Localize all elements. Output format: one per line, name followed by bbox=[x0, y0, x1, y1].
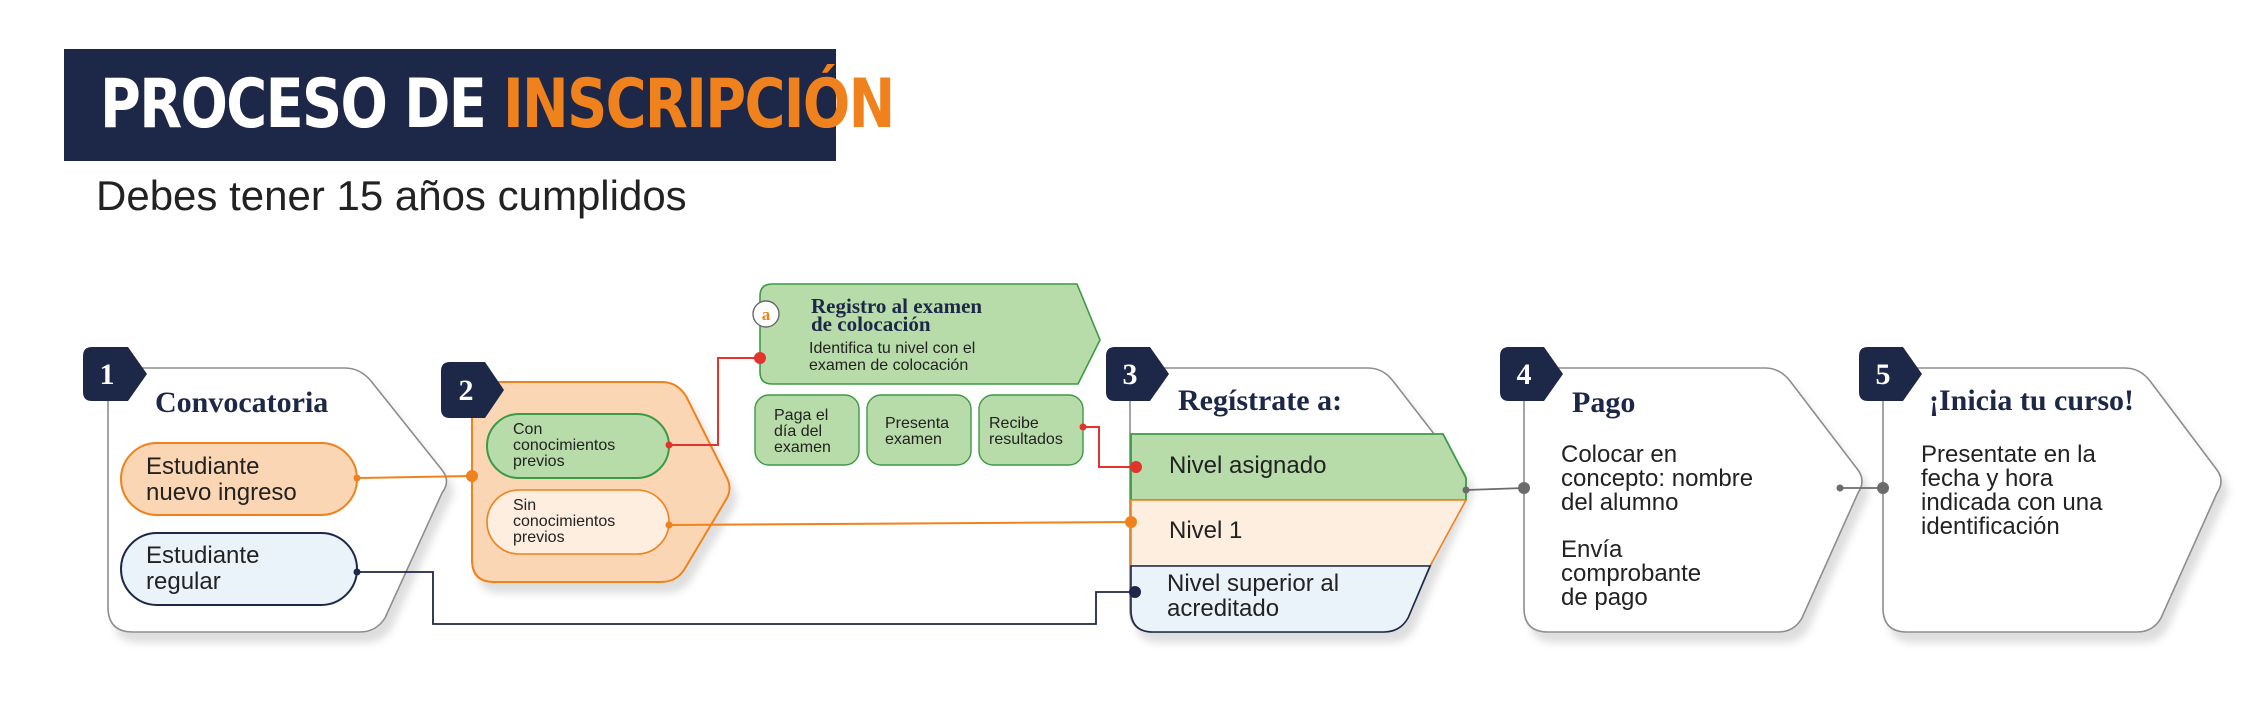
level-higher-line1: Nivel superior al bbox=[1167, 570, 1339, 597]
step-5-text-line1: Presentate en la bbox=[1921, 441, 2096, 468]
step-4-text1-line1: Colocar en bbox=[1561, 441, 1677, 468]
substep-take-exam: Presenta examen bbox=[866, 394, 972, 466]
option-without-knowledge: Sin conocimientos previos bbox=[486, 489, 670, 555]
step-2-badge: 2 bbox=[441, 362, 504, 418]
level-higher-line2: acreditado bbox=[1167, 595, 1279, 622]
step-1-number: 1 bbox=[100, 358, 115, 391]
step-1-badge: 1 bbox=[83, 347, 147, 401]
level-1-label: Nivel 1 bbox=[1169, 517, 1242, 544]
step-4-text1-line3: del alumno bbox=[1561, 489, 1678, 516]
substep-pay-line2: día del bbox=[774, 423, 822, 440]
option-with-knowledge: Con conocimientos previos bbox=[486, 413, 670, 479]
step-5-text-line2: fecha y hora bbox=[1921, 465, 2054, 492]
step-4-badge: 4 bbox=[1500, 347, 1563, 401]
placement-exam-desc-line2: examen de colocación bbox=[809, 357, 968, 374]
step-3-badge: 3 bbox=[1106, 347, 1169, 401]
connector-results-to-assigned bbox=[1079, 423, 1142, 473]
step-5-text: Presentate en la fecha y hora indicada c… bbox=[1921, 441, 2103, 540]
placement-exam-title-line1: Registro al examen bbox=[811, 294, 982, 318]
level-assigned-label: Nivel asignado bbox=[1169, 452, 1326, 479]
step-4-text1-line2: concepto: nombre bbox=[1561, 465, 1753, 492]
connector-step3-to-step4 bbox=[1462, 482, 1530, 494]
option-new-student: Estudiante nuevo ingreso bbox=[120, 442, 358, 516]
option-without-line2: conocimientos bbox=[513, 513, 615, 530]
marker-a-letter: a bbox=[762, 305, 771, 324]
page-title-white: PROCESO DE bbox=[100, 65, 487, 144]
step-3-title: Regístrate a: bbox=[1178, 384, 1342, 417]
level-1: Nivel 1 bbox=[1130, 499, 1468, 567]
step-5-text-line3: indicada con una bbox=[1921, 489, 2103, 516]
option-with-line2: conocimientos bbox=[513, 437, 615, 454]
option-new-line2: nuevo ingreso bbox=[146, 479, 297, 506]
connector-regular-to-higher bbox=[353, 568, 1141, 625]
connector-step4-to-step5 bbox=[1836, 482, 1889, 494]
substep-results-line1: Recibe bbox=[989, 415, 1039, 432]
substep-results-line2: resultados bbox=[989, 431, 1063, 448]
step-4-title: Pago bbox=[1572, 386, 1635, 419]
substep-take-exam-line2: examen bbox=[885, 431, 942, 448]
option-without-line3: previos bbox=[513, 529, 565, 546]
step-4-text2-line2: comprobante bbox=[1561, 560, 1701, 587]
substep-results: Recibe resultados bbox=[978, 394, 1084, 466]
level-higher: Nivel superior al acreditado bbox=[1130, 565, 1432, 633]
page-title-orange: INSCRIPCIÓN bbox=[502, 65, 895, 144]
connector-new-to-step2 bbox=[353, 470, 478, 482]
level-assigned: Nivel asignado bbox=[1130, 433, 1467, 501]
step-4-text: Colocar en concepto: nombre del alumno E… bbox=[1561, 441, 1753, 611]
substep-pay: Paga el día del examen bbox=[754, 394, 860, 466]
step-5-text-line4: identificación bbox=[1921, 513, 2060, 540]
step-4-text2-line1: Envía bbox=[1561, 536, 1623, 563]
option-new-line1: Estudiante bbox=[146, 453, 259, 480]
option-with-line1: Con bbox=[513, 421, 542, 438]
substep-pay-line1: Paga el bbox=[774, 407, 828, 424]
option-regular-line1: Estudiante bbox=[146, 542, 259, 569]
substep-take-exam-line1: Presenta bbox=[885, 415, 949, 432]
option-with-line3: previos bbox=[513, 453, 565, 470]
step-4-number: 4 bbox=[1517, 358, 1532, 391]
title-banner: PROCESO DE INSCRIPCIÓN bbox=[64, 49, 895, 161]
page-subtitle: Debes tener 15 años cumplidos bbox=[96, 172, 687, 219]
step-4-text2-line3: de pago bbox=[1561, 584, 1648, 611]
step-3-number: 3 bbox=[1123, 358, 1138, 391]
option-without-line1: Sin bbox=[513, 497, 536, 514]
step-1-title: Convocatoria bbox=[155, 386, 328, 419]
step-5-number: 5 bbox=[1876, 358, 1891, 391]
marker-a: a bbox=[752, 300, 780, 328]
connector-without-to-level1 bbox=[665, 516, 1137, 529]
placement-exam-title-line2: de colocación bbox=[811, 312, 931, 336]
step-5-badge: 5 bbox=[1859, 347, 1922, 401]
page-title: PROCESO DE INSCRIPCIÓN bbox=[100, 63, 895, 147]
substep-pay-line3: examen bbox=[774, 439, 831, 456]
connector-with-to-exam bbox=[665, 352, 766, 449]
step-2-number: 2 bbox=[459, 374, 474, 407]
option-regular-student: Estudiante regular bbox=[120, 532, 358, 606]
option-regular-line2: regular bbox=[146, 568, 221, 595]
placement-exam-box: Registro al examen de colocación Identif… bbox=[759, 283, 1101, 385]
step-5-title: ¡Inicia tu curso! bbox=[1929, 384, 2134, 417]
placement-exam-desc-line1: Identifica tu nivel con el bbox=[809, 340, 975, 357]
